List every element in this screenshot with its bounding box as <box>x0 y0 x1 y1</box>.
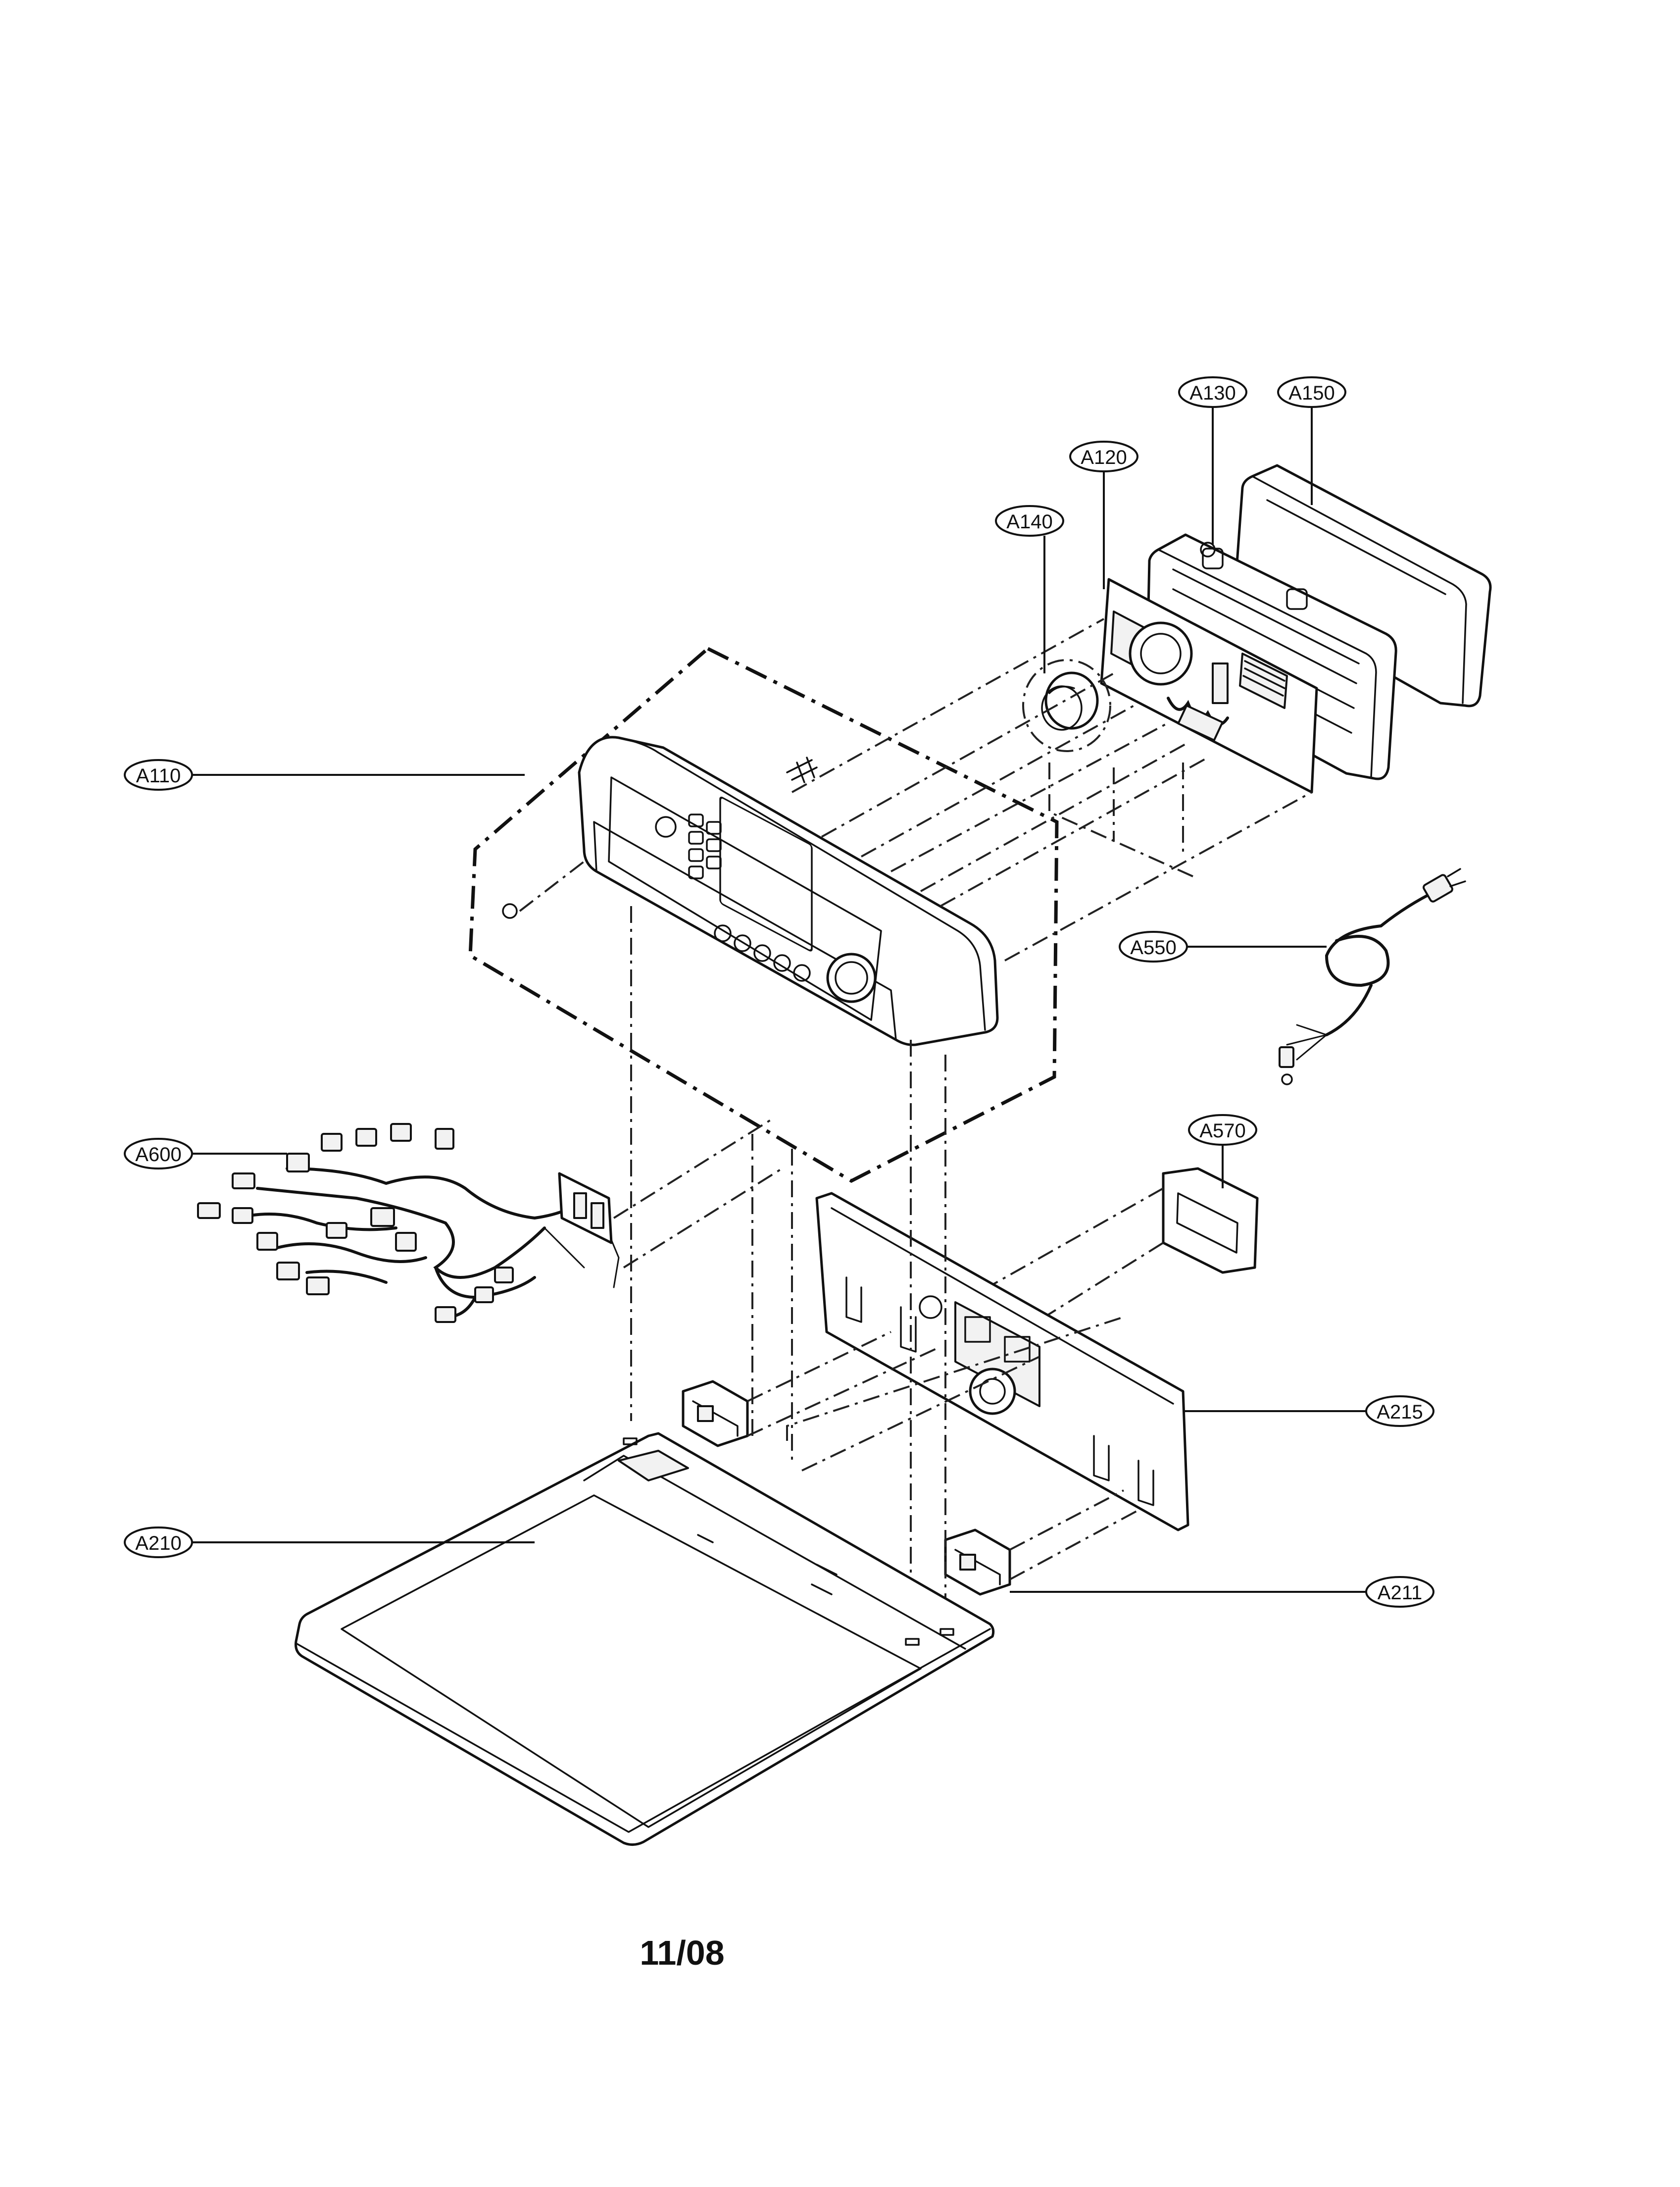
callout-a570: A570 <box>1188 1114 1257 1146</box>
part-a215-rear-panel <box>815 1192 1189 1531</box>
round-buttons <box>714 924 811 982</box>
part-clip <box>786 757 818 783</box>
part-a600-wire-harness <box>197 1118 783 1323</box>
callout-a215: A215 <box>1365 1395 1434 1427</box>
label-a130: A130 <box>1189 382 1235 404</box>
label-a570: A570 <box>1199 1120 1245 1142</box>
projection-lines-top <box>791 618 1312 962</box>
label-a120: A120 <box>1081 447 1127 468</box>
part-a211-hinge-right <box>944 1528 1011 1596</box>
connectors <box>197 1123 514 1323</box>
label-a210: A210 <box>135 1532 181 1554</box>
label-a550: A550 <box>1130 937 1176 959</box>
callout-a130: A130 <box>1178 376 1247 408</box>
callout-a211: A211 <box>1365 1576 1434 1608</box>
callout-a600: A600 <box>124 1138 193 1170</box>
part-a210-top-cover <box>295 1432 995 1846</box>
label-a110: A110 <box>136 765 181 787</box>
callout-a110: A110 <box>124 759 193 791</box>
label-a150: A150 <box>1288 382 1334 404</box>
button-grid <box>688 814 722 879</box>
part-a130-housing <box>1146 533 1397 780</box>
label-a215: A215 <box>1377 1401 1423 1423</box>
projection-lines-a570 <box>970 1187 1164 1318</box>
projection-lines-bottom <box>747 1316 1139 1580</box>
callout-a140: A140 <box>995 505 1064 537</box>
harness-bracket <box>558 1172 613 1244</box>
part-a150-rear-cover <box>1235 464 1492 708</box>
projection-lines-vertical <box>630 906 946 1649</box>
part-a211-hinge-left <box>682 1380 749 1447</box>
callout-a150: A150 <box>1277 376 1346 408</box>
label-a140: A140 <box>1006 511 1052 533</box>
date-code: 11/08 <box>640 1933 724 1972</box>
part-a110-control-panel <box>468 646 1059 1183</box>
callout-a210: A210 <box>124 1526 193 1558</box>
part-a140-knob <box>1022 659 1111 752</box>
callout-a120: A120 <box>1069 441 1138 472</box>
part-a550-power-cord <box>1279 868 1466 1085</box>
label-a600: A600 <box>135 1144 181 1166</box>
label-a211: A211 <box>1378 1582 1422 1604</box>
callout-a550: A550 <box>1119 931 1188 963</box>
part-a570-plate <box>1162 1167 1259 1274</box>
leader-lines <box>192 407 1366 1593</box>
